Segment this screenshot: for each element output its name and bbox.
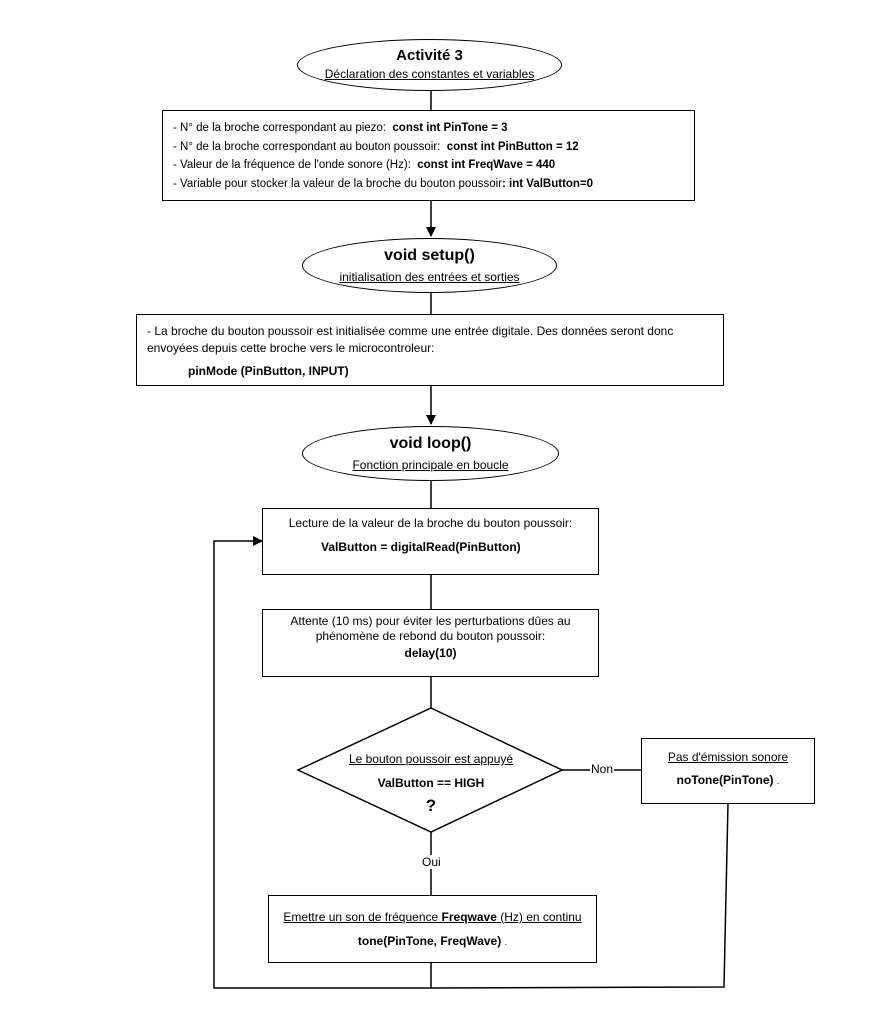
no-sound-code-line: noTone(PinTone) . [642,773,814,787]
delay-box: Attente (10 ms) pour éviter les perturba… [262,609,599,677]
setup-box: - La broche du bouton poussoir est initi… [136,314,724,386]
declaration-line: - Valeur de la fréquence de l'onde sonor… [173,156,694,175]
setup-code: pinMode (PinButton, INPUT) [188,364,349,378]
read-description: Lecture de la valeur de la broche du bou… [288,516,573,530]
loop-subtitle: Fonction principale en boucle [352,458,509,472]
declarations-box: - N° de la broche correspondant au piezo… [162,110,695,201]
decision-title: Le bouton poussoir est appuyé [348,752,514,766]
loop-terminator: void loop() Fonction principale en boucl… [302,426,559,481]
read-code: ValButton = digitalRead(PinButton) [321,540,521,554]
loop-title: void loop() [389,435,472,452]
decision-question-mark: ? [425,796,437,815]
decision-diamond [296,707,564,833]
declaration-code: const int PinTone = 3 [392,122,508,134]
start-terminator: Activité 3 Déclaration des constantes et… [297,39,562,91]
tone-code-line: tone(PinTone, FreqWave) . [269,934,596,948]
declaration-code: : int ValButton=0 [502,177,594,190]
start-subtitle: Déclaration des constantes et variables [324,67,535,81]
declaration-line: - Variable pour stocker la valeur de la … [173,175,694,194]
start-title: Activité 3 [396,47,463,64]
setup-subtitle: initialisation des entrées et sorties [339,270,520,284]
setup-description: - La broche du bouton poussoir est initi… [147,324,674,355]
no-sound-title: Pas d'émission sonore [667,750,789,764]
delay-description: Attente (10 ms) pour éviter les perturba… [290,614,571,643]
read-box: Lecture de la valeur de la broche du bou… [262,508,599,575]
declaration-code: const int PinButton = 12 [446,140,579,153]
tone-description: Emettre un son de fréquence Freqwave (Hz… [269,910,596,924]
decision-code: ValButton == HIGH [377,776,485,790]
branch-label-no: Non [590,762,615,776]
tone-dot: . [504,937,508,947]
setup-title: void setup() [384,247,475,264]
tone-box: Emettre un son de fréquence Freqwave (Hz… [268,895,597,963]
tone-text-after: (Hz) en continu [496,910,582,924]
declaration-text: - Valeur de la fréquence de l'onde sonor… [173,159,411,171]
declaration-text: - N° de la broche correspondant au piezo… [173,122,387,134]
declaration-text: - Variable pour stocker la valeur de la … [173,177,503,190]
no-sound-code: noTone(PinTone) [676,773,774,787]
setup-terminator: void setup() initialisation des entrées … [302,238,557,293]
declaration-line: - N° de la broche correspondant au piezo… [173,119,694,138]
branch-label-yes: Oui [421,855,442,869]
delay-code: delay(10) [404,646,457,660]
no-sound-dot: . [776,776,780,786]
tone-keyword: Freqwave [441,910,497,924]
tone-text-before: Emettre un son de fréquence [283,910,442,924]
connector-loop-back [213,536,431,989]
no-sound-box: Pas d'émission sonore noTone(PinTone) . [641,738,815,804]
declaration-code: const int FreqWave = 440 [417,159,556,171]
connector-notone-return [430,802,729,989]
declaration-line: - N° de la broche correspondant au bouto… [173,138,694,157]
declaration-text: - N° de la broche correspondant au bouto… [173,140,441,153]
tone-code: tone(PinTone, FreqWave) [357,934,502,948]
decision-content: Le bouton poussoir est appuyé ValButton … [320,752,542,816]
